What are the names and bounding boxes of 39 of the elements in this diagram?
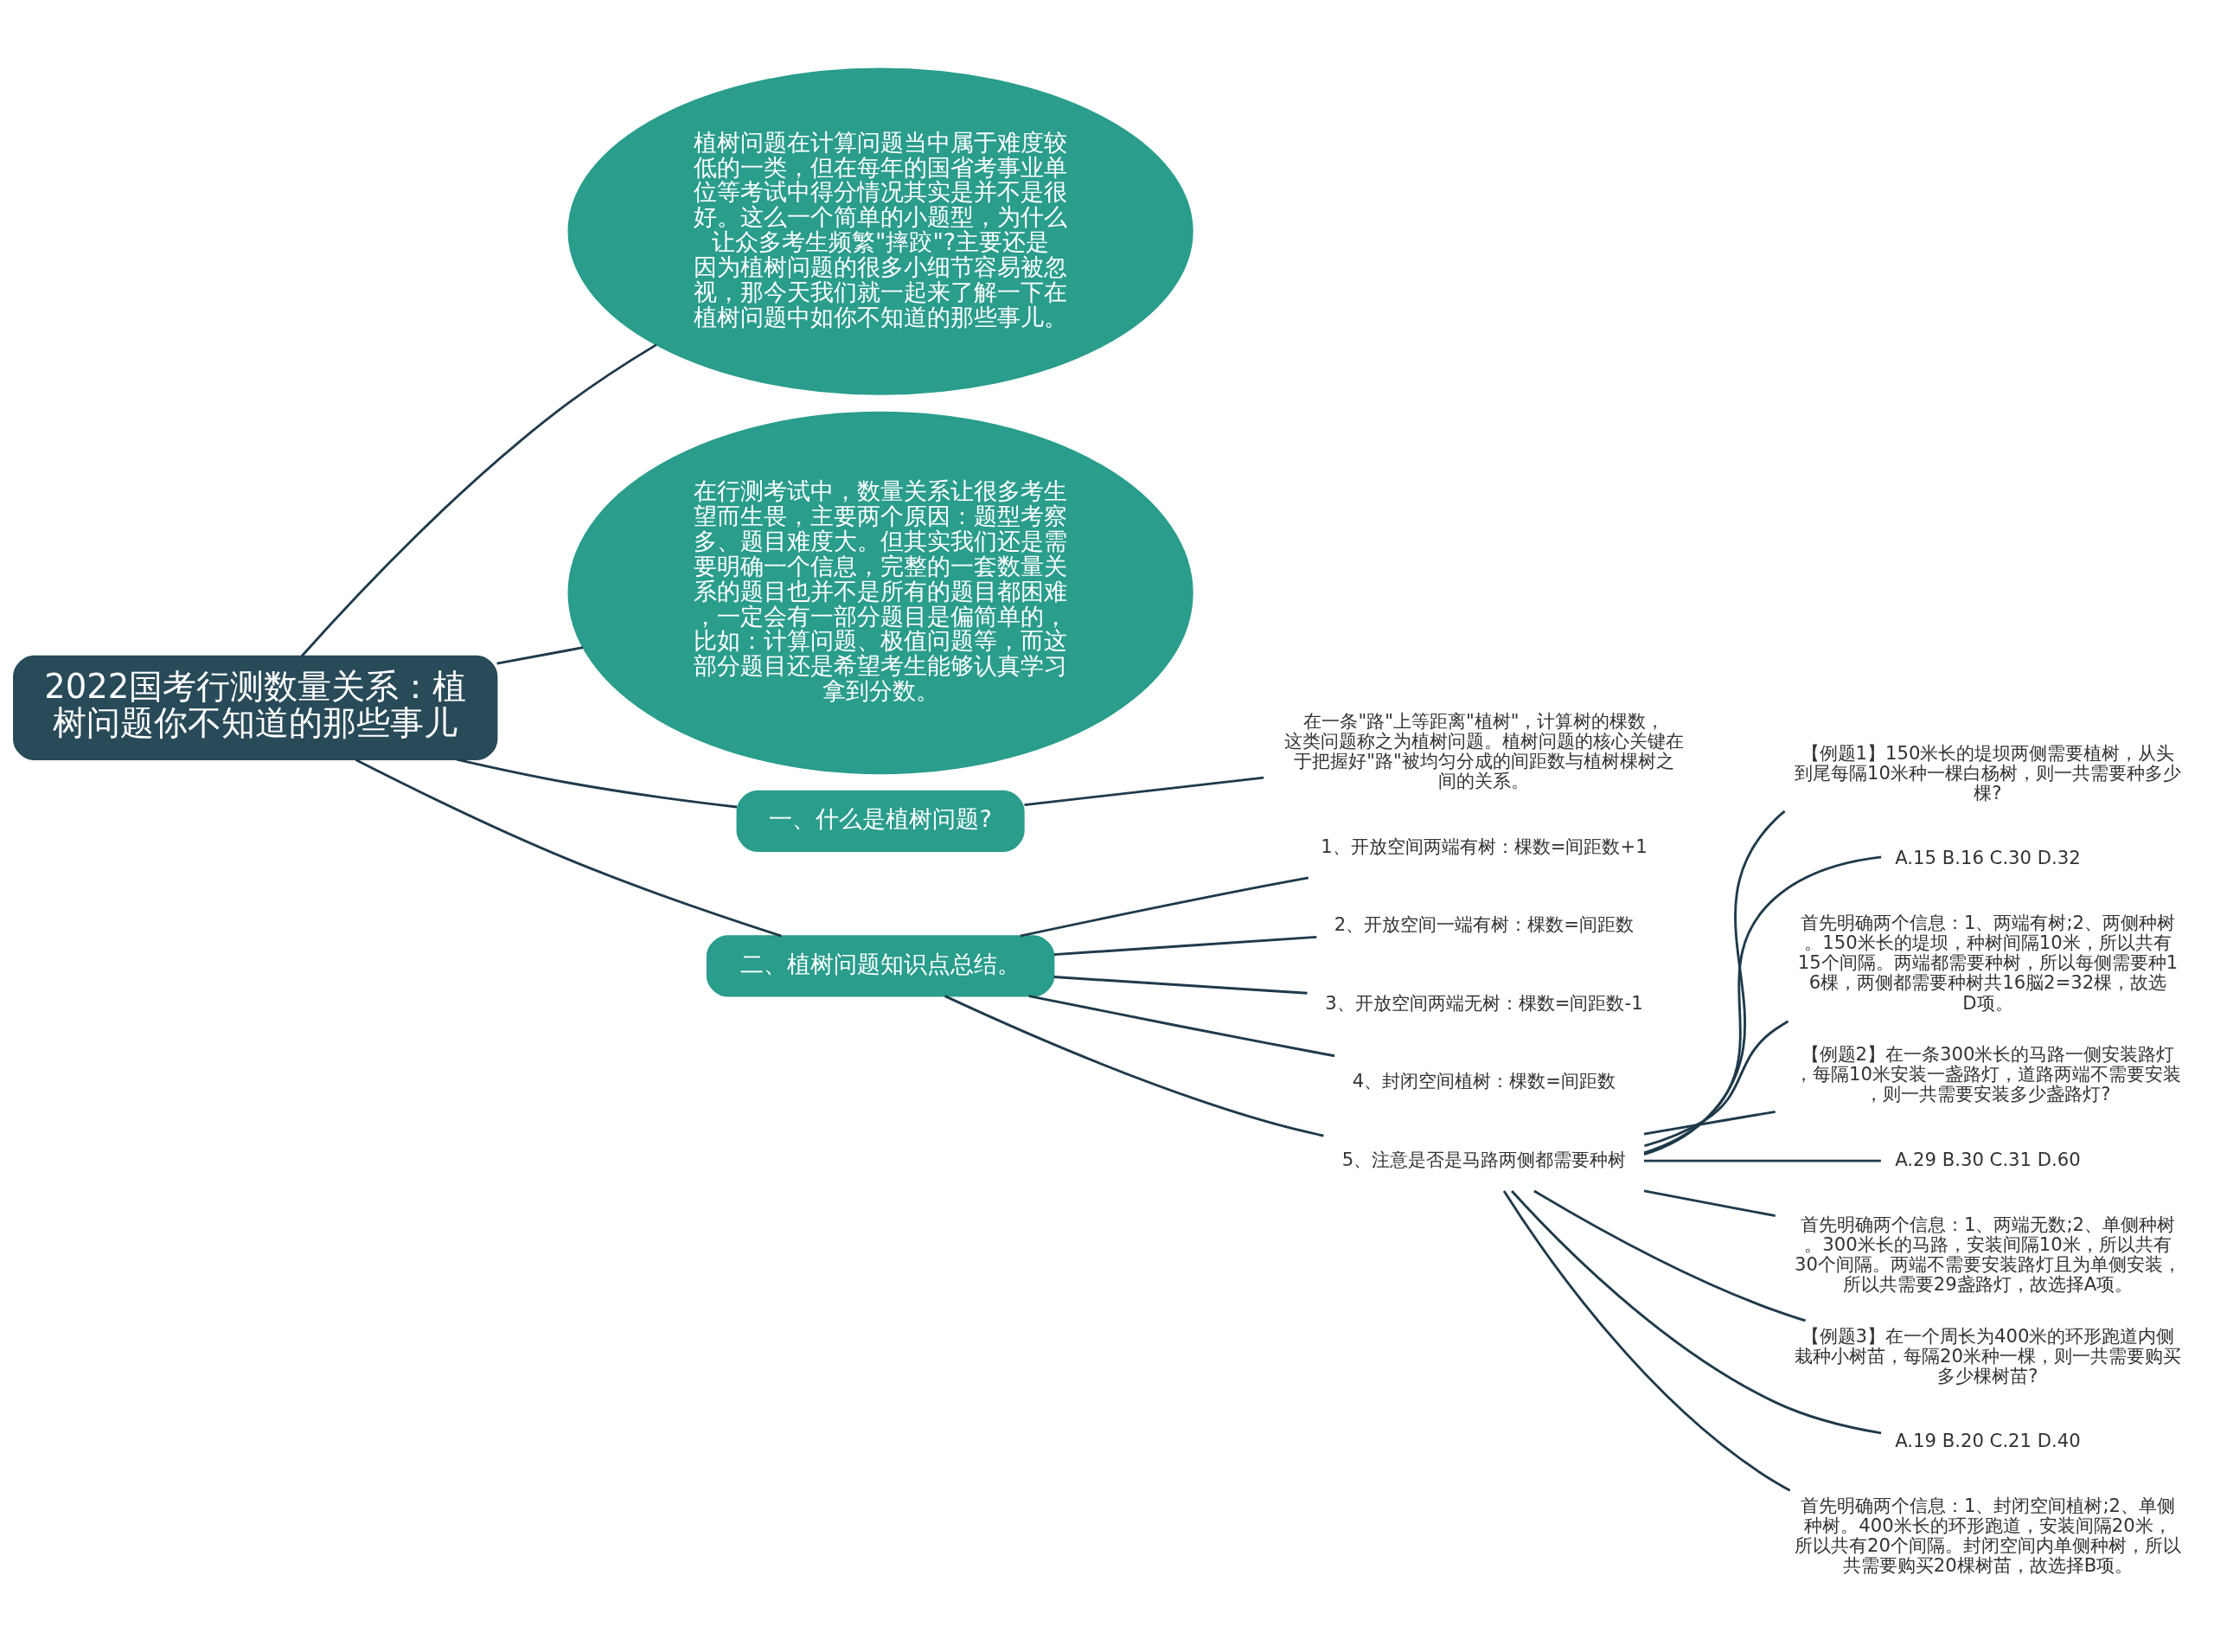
connector: [355, 758, 782, 937]
connector: [1644, 1019, 1789, 1147]
node-text: A.19 B.20 C.21 D.40: [1895, 1429, 2081, 1451]
connector: [300, 343, 657, 656]
node-text: 首先明确两个信息：1、两端有树;2、两侧种树。150米长的堤坝，种树间隔10米，所以共有15个间隔。两端都需要种树，所以每侧需要种16棵，两侧都需要种树共16脳2=32棵，故选D项。: [1797, 911, 2179, 1014]
node-text: 【例题2】在一条300米长的马路一侧安装路灯，每隔10米安装一盏路灯，道路两端不需要安装，则一共需要安装多少盏路灯?: [1795, 1042, 2181, 1105]
connector: [1511, 1189, 1882, 1434]
node-text: 4、封闭空间植树：棵数=间距数: [1352, 1069, 1616, 1092]
connector: [1643, 855, 1882, 1154]
node-text: 首先明确两个信息：1、封闭空间植树;2、单侧种树。400米长的环形跑道，安装间隔20米，所以共有20个间隔。封闭空间内单侧种树，所以共需要购买20棵树苗，故选择B项。: [1795, 1494, 2181, 1576]
node-text: 3、开放空间两端无树：棵数=间距数-1: [1325, 991, 1643, 1014]
node-ellipse: 在行测考试中，数量关系让很多考生望而生畏，主要两个原因：题型考察多、题目难度大。但其实我们还是需要明确一个信息，完整的一套数量关系的题目也并不是所有的题目都困难，一定会有一部分题目是偏简单的，比如：计算问题、极值问题等，而这部分题目还是希望考生能够认真学习拿到分数。: [567, 411, 1193, 774]
node-box: 2022国考行测数量关系：植树问题你不知道的那些事儿: [13, 655, 498, 760]
node-text: A.29 B.30 C.31 D.60: [1895, 1148, 2081, 1170]
connector: [1644, 1159, 1881, 1162]
connector: [1020, 875, 1309, 938]
node-ellipse: 植树问题在计算问题当中属于难度较低的一类，但在每年的国省考事业单位等考试中得分情况其实是并不是很好。这么一个简单的小题型，为什么让众多考生频繁"摔跤"?主要还是因为植树问题的很多小细节容易被忽视，那今天我们就一起来了解一下在植树问题中如你不知道的那些事儿。: [567, 67, 1193, 395]
connector: [1053, 935, 1317, 956]
connector: [456, 758, 738, 808]
connector: [496, 645, 584, 664]
node-box: 一、什么是植树问题?: [736, 790, 1025, 852]
node-text: 2、开放空间一端有树：棵数=间距数: [1334, 912, 1635, 935]
connector: [1028, 994, 1335, 1057]
node-text: 在一条"路"上等距离"植树"，计算树的棵数，这类问题称之为植树问题。植树问题的核心关键在于把握好"路"被均匀分成的间距数与植树棵树之间的关系。: [1283, 709, 1684, 791]
node-text: 首先明确两个信息：1、两端无数;2、单侧种树。300米长的马路，安装间隔10米，所以共有30个间隔。两端不需要安装路灯且为单侧安装，所以共需要29盏路灯，故选择A项。: [1795, 1213, 2181, 1295]
node-text: 【例题1】150米长的堤坝两侧需要植树，从头到尾每隔10米种一棵白杨树，则一共需要种多少棵?: [1795, 741, 2181, 804]
connector: [1053, 975, 1308, 995]
node-text: 5、注意是否是马路两侧都需要种树: [1341, 1148, 1627, 1170]
connector: [1533, 1189, 1806, 1322]
node-text: 【例题3】在一个周长为400米的环形跑道内侧栽种小树苗，每隔20米种一棵，则一共需要购买多少棵树苗?: [1795, 1324, 2181, 1386]
connector: [944, 994, 1324, 1137]
connector: [1502, 1189, 1791, 1491]
connector: [1643, 810, 1786, 1156]
connector: [1024, 776, 1264, 806]
connector: [1643, 1110, 1776, 1135]
connector: [1643, 1189, 1776, 1217]
node-text: 1、开放空间两端有树：棵数=间距数+1: [1321, 835, 1648, 857]
node-text: A.15 B.16 C.30 D.32: [1895, 846, 2081, 868]
node-box: 二、植树问题知识点总结。: [706, 934, 1055, 996]
